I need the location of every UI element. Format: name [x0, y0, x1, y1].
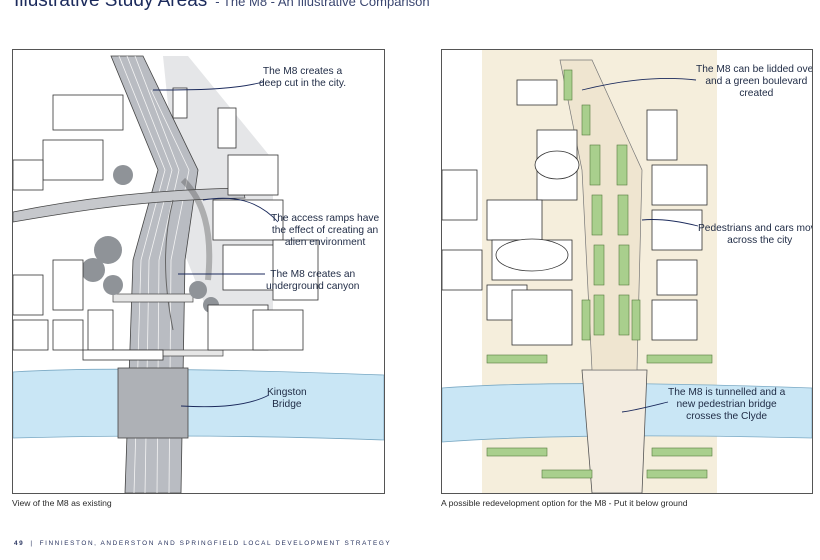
page-title-main: Illustrative Study Areas: [14, 0, 208, 11]
callout-tunnelled: The M8 is tunnelled and a new pedestrian…: [668, 387, 786, 422]
callout-lidded-over: The M8 can be lidded over and a green bo…: [696, 64, 813, 99]
page-subtitle: - The M8 - An Illustrative Comparison: [215, 0, 430, 9]
arena-dome: [495, 238, 569, 272]
kingston-bridge: [117, 367, 189, 439]
callout-access-ramps: The access ramps have the effect of crea…: [271, 213, 380, 248]
leader-lines: [152, 81, 279, 408]
footer-text: FINNIESTON, ANDERSTON AND SPRINGFIELD LO…: [39, 540, 392, 547]
round-tower: [534, 150, 580, 180]
footer: 49 | FINNIESTON, ANDERSTON AND SPRINGFIELD…: [14, 540, 391, 547]
caption-existing: View of the M8 as existing: [12, 498, 112, 508]
callout-kingston-bridge: Kingston Bridge: [267, 387, 307, 410]
existing-m8-illustration: The M8 creates a deep cut in the city. T…: [12, 49, 385, 494]
access-ramp-west: [13, 187, 246, 223]
leader-lines: [581, 78, 699, 413]
redevelopment-sketch: [442, 50, 812, 493]
footer-separator: |: [30, 540, 34, 547]
overbridge: [112, 293, 194, 303]
callout-deep-cut: The M8 creates a deep cut in the city.: [259, 66, 347, 89]
river-clyde: [13, 368, 384, 441]
redevelopment-illustration: The M8 can be lidded over and a green bo…: [441, 49, 813, 494]
caption-redevelopment: A possible redevelopment option for the …: [441, 498, 688, 508]
access-ramp-east: [180, 177, 213, 281]
existing-m8-sketch: [13, 55, 384, 493]
buildings: [13, 87, 319, 361]
callout-underground-canyon: The M8 creates an underground canyon: [266, 269, 360, 292]
page-title: Illustrative Study Areas - The M8 - An Il…: [14, 0, 430, 12]
page-number: 49: [14, 540, 25, 547]
callout-pedestrians: Pedestrians and cars move across the cit…: [698, 223, 813, 246]
green-strips: [486, 69, 713, 479]
